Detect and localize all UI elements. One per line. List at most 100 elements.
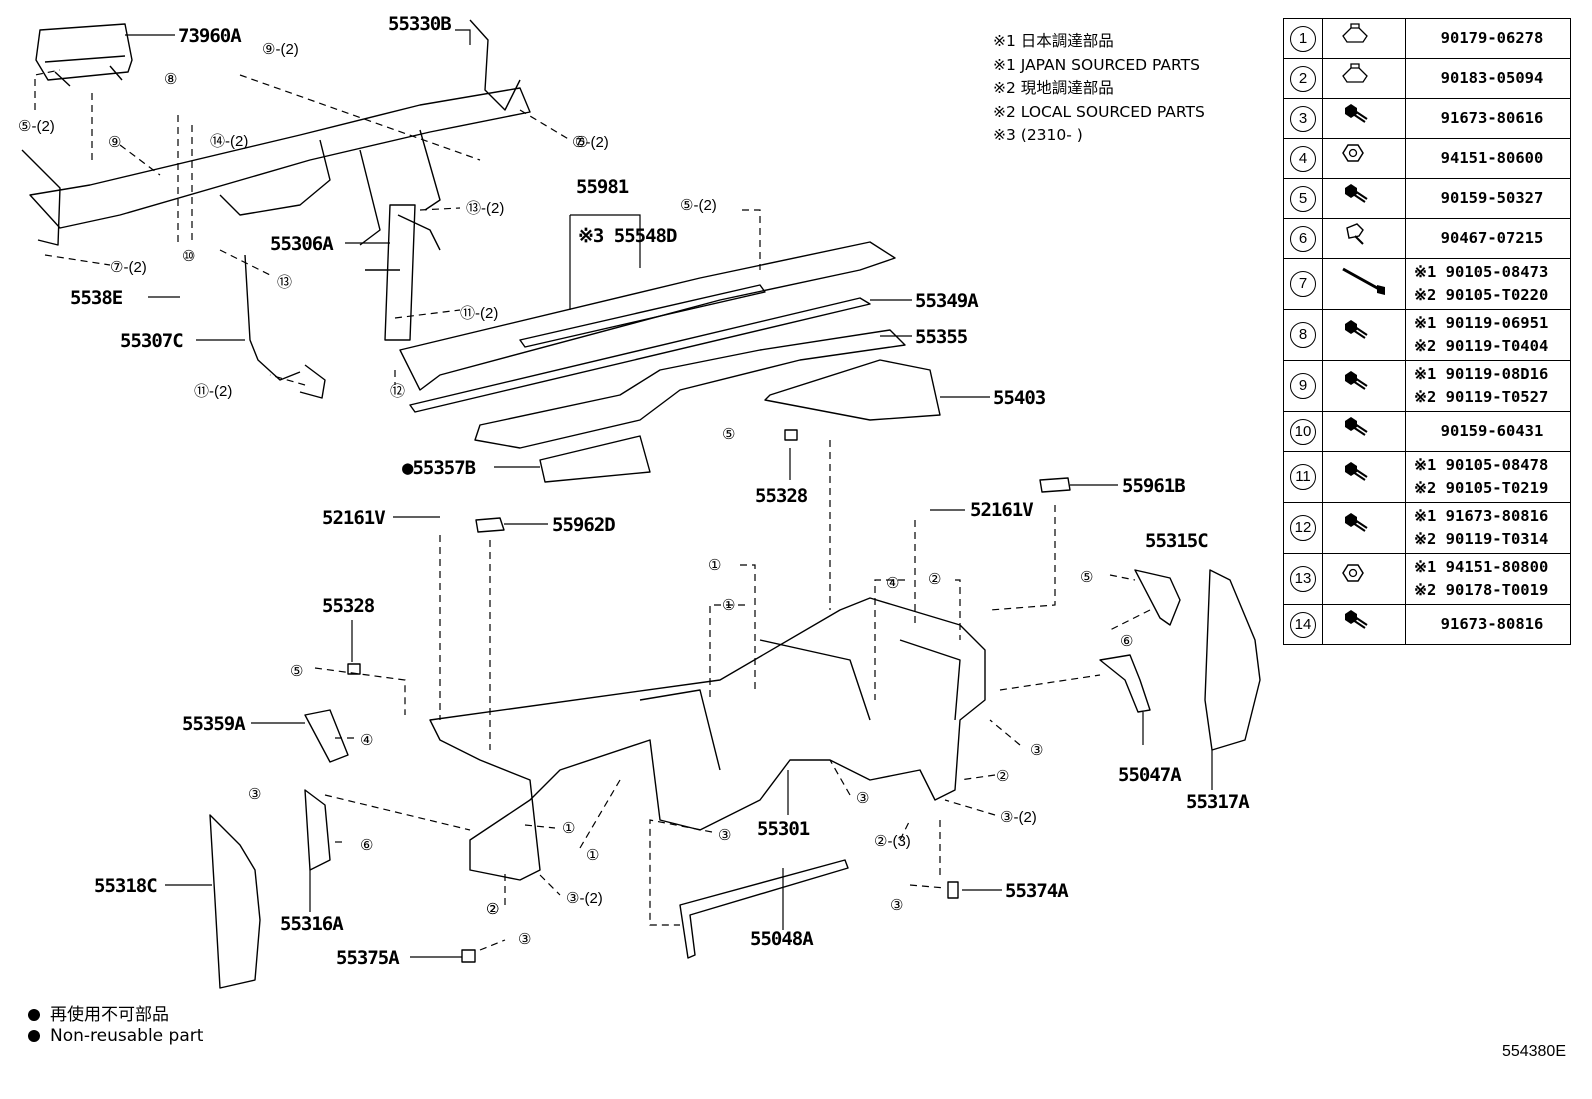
callout: ③-(2) xyxy=(566,890,603,907)
clip-icon xyxy=(1322,218,1406,259)
note-line: ※2 現地調達部品 xyxy=(993,79,1114,97)
part-label: 5538E xyxy=(70,287,123,309)
callout: ⑦-(2) xyxy=(572,134,609,151)
part-number: ※2 90105-T0220 xyxy=(1414,286,1549,304)
callout: ⑩ xyxy=(182,248,195,265)
ref-number-circle: 8 xyxy=(1290,322,1316,348)
table-row: 9 ※1 90119-08D16※2 90119-T0527 xyxy=(1283,360,1571,412)
part-label: 55403 xyxy=(993,387,1046,409)
callout: ① xyxy=(562,820,575,837)
table-row: 1 90179-06278 xyxy=(1283,18,1571,59)
legend-jp: 再使用不可部品 xyxy=(28,1000,169,1025)
part-number: ※2 90119-T0314 xyxy=(1414,530,1549,548)
part-number: 90159-50327 xyxy=(1440,189,1544,207)
bolt-icon xyxy=(1322,309,1406,361)
ref-number-circle: 7 xyxy=(1290,271,1316,297)
callout: ⑫ xyxy=(390,383,405,400)
part-label: 55317A xyxy=(1186,791,1250,813)
table-row: 11※1 90105-08478※2 90105-T0219 xyxy=(1283,451,1571,503)
part-number: ※2 90119-T0527 xyxy=(1414,388,1549,406)
ref-number-circle: 9 xyxy=(1290,373,1316,399)
ref-number-circle: 1 xyxy=(1290,25,1316,52)
part-labels: 73960A 55330B 55981 ※3 55548D 55306A 553… xyxy=(70,13,1251,969)
bolt-icon xyxy=(1322,604,1406,645)
part-number-cell: 91673-80616 xyxy=(1405,98,1571,139)
ref-number-circle: 3 xyxy=(1290,105,1316,132)
callout: ③ xyxy=(1030,742,1043,759)
callout: ① xyxy=(586,847,599,864)
legend-en: Non-reusable part xyxy=(28,1026,203,1046)
ref-number: 13 xyxy=(1283,553,1323,605)
callout: ③-(2) xyxy=(1000,809,1037,826)
ref-number-circle: 2 xyxy=(1290,65,1316,92)
part-number: ※2 90105-T0219 xyxy=(1414,479,1549,497)
part-number-cell: 90159-50327 xyxy=(1405,178,1571,219)
part-number: 90183-05094 xyxy=(1440,69,1544,87)
callout: ⑨ xyxy=(108,134,121,151)
part-number: 90467-07215 xyxy=(1440,229,1544,247)
part-number: ※1 94151-80800 xyxy=(1414,558,1549,576)
callout: ⑪-(2) xyxy=(460,305,498,322)
part-number-cell: 90467-07215 xyxy=(1405,218,1571,259)
callout: ② xyxy=(486,901,499,918)
part-number: 94151-80600 xyxy=(1440,149,1544,167)
clip-55374a-shape xyxy=(947,881,959,899)
insulator-pad-shape xyxy=(474,329,906,449)
table-row: 5 90159-50327 xyxy=(1283,178,1571,219)
table-row: 8 ※1 90119-06951※2 90119-T0404 xyxy=(1283,309,1571,361)
clip-55962d-shape xyxy=(475,517,505,533)
ref-number-circle: 5 xyxy=(1290,185,1316,212)
part-label: 55962D xyxy=(552,514,615,536)
part-label: 52161V xyxy=(970,499,1033,521)
part-number: 90179-06278 xyxy=(1440,29,1544,47)
part-number-cell: ※1 90119-08D16※2 90119-T0527 xyxy=(1405,360,1571,412)
part-number-cell: ※1 91673-80816※2 90119-T0314 xyxy=(1405,502,1571,554)
clip-nut-icon xyxy=(1322,58,1406,99)
ref-number: 2 xyxy=(1283,58,1323,99)
instrument-panel-shape xyxy=(429,597,986,881)
callout: ⑬ xyxy=(277,274,292,291)
note-line: ※3 (2310- ) xyxy=(993,126,1083,144)
ref-number-circle: 13 xyxy=(1290,566,1316,592)
part-label: 55359A xyxy=(182,713,246,735)
part-number: 90159-60431 xyxy=(1440,422,1544,440)
callout: ⑤ xyxy=(722,426,735,443)
callout: ① xyxy=(722,597,735,614)
non-reusable-dot-icon xyxy=(28,1009,40,1021)
part-label: ※3 55548D xyxy=(578,225,677,247)
table-row: 10 90159-60431 xyxy=(1283,411,1571,452)
clip-55961b-shape xyxy=(1039,477,1071,493)
steering-support-shape xyxy=(365,204,441,341)
bolt-icon xyxy=(1322,360,1406,412)
ref-number: 7 xyxy=(1283,258,1323,310)
ref-number: 3 xyxy=(1283,98,1323,139)
hex-nut-icon xyxy=(1322,553,1406,605)
callout: ⑨-(2) xyxy=(262,41,299,58)
part-number-cell: 94151-80600 xyxy=(1405,138,1571,179)
part-label: 55301 xyxy=(757,818,810,840)
ref-number-circle: 6 xyxy=(1290,225,1316,252)
duct-55048a-shape xyxy=(679,859,849,959)
callout: ⑤-(2) xyxy=(18,118,55,135)
part-number-cell: ※1 90119-06951※2 90119-T0404 xyxy=(1405,309,1571,361)
part-number: 91673-80816 xyxy=(1440,615,1544,633)
cover-55357b-shape xyxy=(539,435,651,483)
table-row: 14 91673-80816 xyxy=(1283,604,1571,645)
note-line: ※2 LOCAL SOURCED PARTS xyxy=(993,102,1205,121)
part-label: 55349A xyxy=(915,290,979,312)
callout: ③ xyxy=(718,827,731,844)
ref-number-circle: 4 xyxy=(1290,145,1316,172)
table-row: 2 90183-05094 xyxy=(1283,58,1571,99)
clip-nut-icon xyxy=(1322,18,1406,59)
part-number: ※2 90178-T0019 xyxy=(1414,581,1549,599)
ref-number: 10 xyxy=(1283,411,1323,452)
ref-number: 11 xyxy=(1283,451,1323,503)
callout: ⑤ xyxy=(1080,569,1093,586)
ref-number: 14 xyxy=(1283,604,1323,645)
ref-number: 9 xyxy=(1283,360,1323,412)
duct-55047a-shape xyxy=(1099,654,1151,713)
fastener-table: 1 90179-06278 2 90183-05094 3 91673-80616 4 941… xyxy=(1283,18,1571,645)
callout: ① xyxy=(708,557,721,574)
callout: ⑦-(2) xyxy=(110,259,147,276)
